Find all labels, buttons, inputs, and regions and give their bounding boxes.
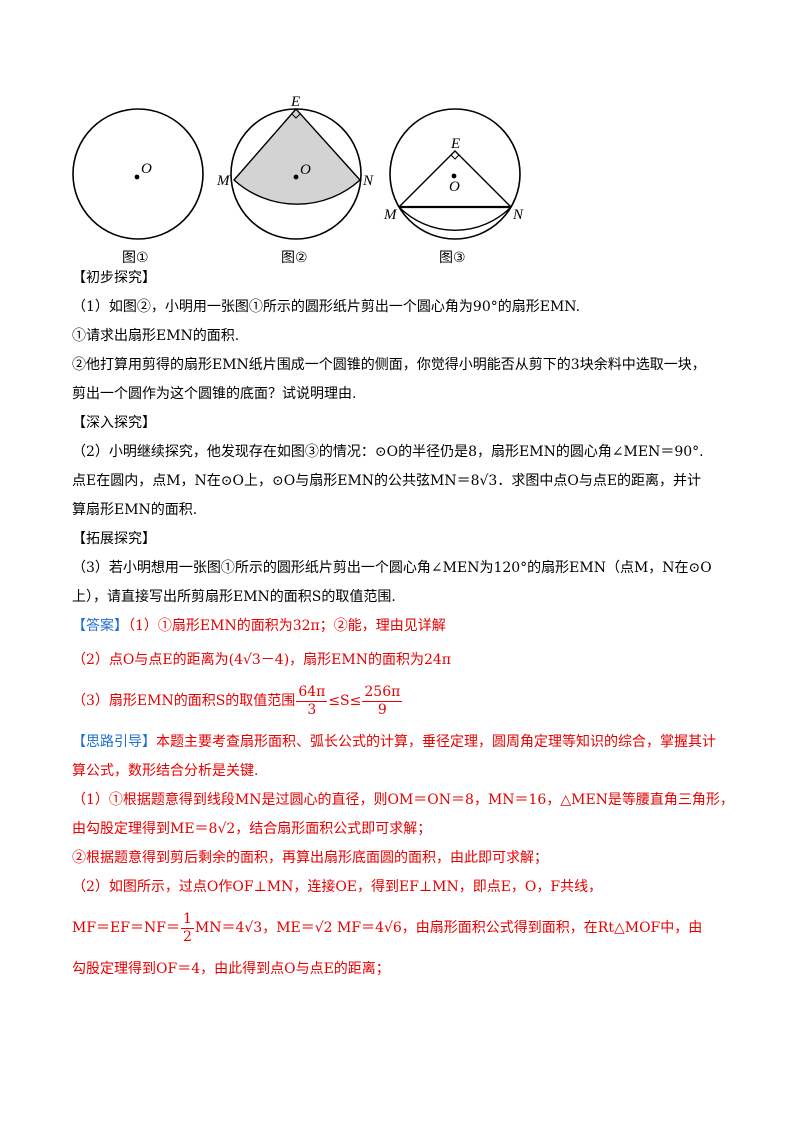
guide-line-1: 【思路引导】本题主要考查扇形面积、弧长公式的计算，垂径定理，圆周角定理等知识的综… [72,732,732,752]
guide-label: 【思路引导】 [72,734,156,750]
formula-prefix: MF＝EF＝NF＝ [72,920,180,936]
label-m-fig3: M [383,207,398,223]
label-n-fig3: N [512,207,524,223]
geometry-figures: O 图① O E M N 图② O E M N 图③ [72,94,524,266]
label-o-fig2: O [300,162,311,178]
caption-fig3: 图③ [439,250,466,266]
guide-step-2-line1: （2）如图所示，过点O作OF⊥MN，连接OE，得到EF⊥MN，即点E，O，F共线… [72,879,603,895]
center-dot-fig2 [293,174,299,180]
question-1b-line2: 剪出一个圆作为这个圆锥的底面？试说明理由. [72,386,357,402]
fraction-upper-bound: 256π 9 [362,683,403,719]
guide-step-1-line2: 由勾股定理得到ME＝8√2，结合扇形面积公式即可求解； [72,821,432,837]
right-angle-mark-fig3 [450,154,460,160]
label-e-fig3: E [450,136,460,152]
answer-3-inequality: ≤S≤ [328,693,362,709]
fraction-lower-denominator: 3 [307,701,317,718]
label-e-fig2: E [290,94,300,110]
figure-3: O E M N 图③ [383,108,524,266]
caption-fig1: 图① [122,250,149,266]
fraction-one-half: 1 2 [180,910,194,946]
formula-rest: MN＝4√3，ME＝√2 MF＝4√6，由扇形面积公式得到面积，在Rt△MOF中… [194,920,703,936]
figure-2: O E M N 图② [216,94,374,266]
guide-text-1: 本题主要考查扇形面积、弧长公式的计算，垂径定理，圆周角定理等知识的综合，掌握其计 [156,734,716,750]
heading-extended-exploration: 【拓展探究】 [72,531,156,547]
guide-step-2-line3: 勾股定理得到OF＝4，由此得到点O与点E的距离； [72,961,390,977]
fraction-lower-bound: 64π 3 [296,683,328,719]
answer-3-prefix: （3）扇形EMN的面积S的取值范围 [72,693,296,709]
circle-o-fig1 [72,108,204,240]
answer-line-2: （2）点O与点E的距离为(4√3－4)，扇形EMN的面积为24π [72,652,451,668]
guide-step-1-line1: （1）①根据题意得到线段MN是过圆心的直径，则OM＝ON＝8，MN＝16，△ME… [72,792,734,808]
label-m-fig2: M [216,173,231,189]
question-3-line1: （3）若小明想用一张图①所示的圆形纸片剪出一个圆心角∠MEN为120°的扇形EM… [72,560,712,576]
right-angle-mark-fig2 [291,113,301,119]
label-o-fig1: O [141,161,152,177]
fraction-half-numerator: 1 [180,910,194,929]
guide-step-2-formula: MF＝EF＝NF＝ 1 2 MN＝4√3，ME＝√2 MF＝4√6，由扇形面积公… [72,906,732,950]
fraction-lower-numerator: 64π [296,683,328,702]
figure-1: O 图① [72,108,204,266]
question-2-line3: 算扇形EMN的面积. [72,502,198,518]
heading-deep-exploration: 【深入探究】 [72,415,156,431]
question-1b-line1: ②他打算用剪得的扇形EMN纸片围成一个圆锥的侧面，你觉得小明能否从剪下的3块余料… [72,357,706,373]
question-1: （1）如图②，小明用一张图①所示的圆形纸片剪出一个圆心角为90°的扇形EMN. [72,299,581,315]
label-n-fig2: N [362,173,374,189]
caption-fig2: 图② [281,250,308,266]
guide-line-2: 算公式，数形结合分析是关键. [72,763,259,779]
fraction-upper-denominator: 9 [377,701,387,718]
center-dot-fig3 [451,173,457,179]
figure-panel: O 图① O E M N 图② O E M N 图③ [60,90,540,270]
sector-emn-fig2 [233,107,361,205]
heading-initial-exploration: 【初步探究】 [72,270,156,286]
question-2-line1: （2）小明继续探究，他发现存在如图③的情况：⊙O的半径仍是8，扇形EMN的圆心角… [72,444,704,460]
fraction-half-denominator: 2 [182,928,192,945]
answer-line-3: （3）扇形EMN的面积S的取值范围 64π 3 ≤S≤ 256π 9 [72,679,732,723]
guide-step-1-line3: ②根据题意得到剪后剩余的面积，再算出扇形底面圆的面积，由此即可求解； [72,850,548,866]
answer-label: 【答案】 [72,618,128,634]
label-o-fig3: O [449,179,460,195]
sector-emn-fig3 [398,150,512,231]
question-3-line2: 上），请直接写出所剪扇形EMN的面积S的取值范围. [72,589,396,605]
problem-content: 【初步探究】 （1）如图②，小明用一张图①所示的圆形纸片剪出一个圆心角为90°的… [72,268,734,979]
circle-o-fig3 [389,108,521,240]
question-2-line2: 点E在圆内，点M，N在⊙O上，⊙O与扇形EMN的公共弦MN＝8√3．求图中点O与… [72,473,702,489]
center-dot-fig1 [134,174,140,180]
answer-1-text: （1）①扇形EMN的面积为32π；②能，理由见详解 [128,618,446,634]
question-1a: ①请求出扇形EMN的面积. [72,328,240,344]
answer-line-1: 【答案】（1）①扇形EMN的面积为32π；②能，理由见详解 [72,616,732,636]
fraction-upper-numerator: 256π [362,683,403,702]
